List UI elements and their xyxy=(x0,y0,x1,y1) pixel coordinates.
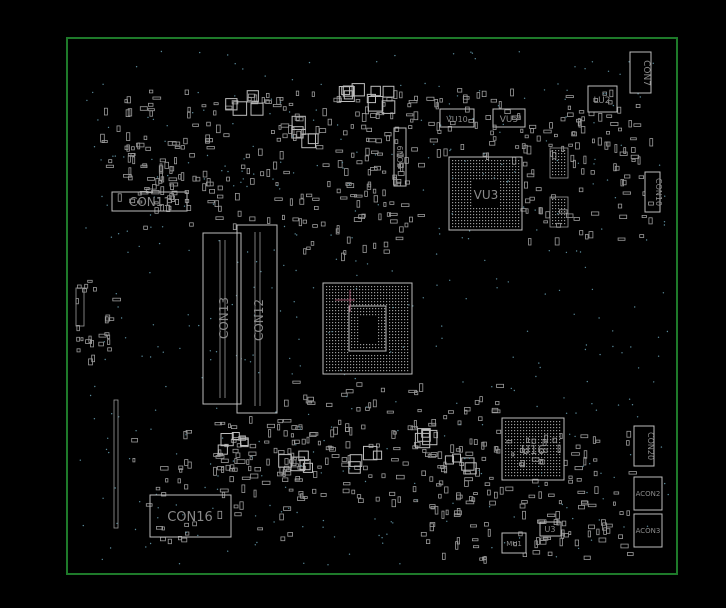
mu1-label: MU1 xyxy=(506,540,522,548)
vu5-label: VU5 xyxy=(500,115,518,125)
con13-slot[interactable]: CON13 xyxy=(202,232,242,405)
u16-label: U16 xyxy=(521,443,545,457)
bga-ball-grid xyxy=(452,160,520,228)
con12-label: CON12 xyxy=(252,299,266,341)
con10-label: CON10 xyxy=(654,178,663,206)
acon3-connector[interactable]: ACON3 xyxy=(633,513,663,548)
small-components xyxy=(75,83,654,564)
left-long-strip xyxy=(113,399,119,529)
con9-label: CON9 xyxy=(396,146,405,169)
con11-label: CON11 xyxy=(129,195,171,209)
bga-ball-grid xyxy=(505,421,561,477)
con16-label: CON16 xyxy=(167,510,213,525)
vu10-chip[interactable]: VU10 xyxy=(439,108,475,128)
con7-label: CON7 xyxy=(641,60,651,86)
con12-slot[interactable]: CON12 xyxy=(236,224,278,414)
right-sodimm-chip-b xyxy=(549,196,569,228)
lu2-label: LU2 xyxy=(594,96,611,106)
con7-connector[interactable]: CON7 xyxy=(629,51,652,94)
acon3-label: ACON3 xyxy=(636,527,661,535)
bga-ball-grid xyxy=(326,286,409,372)
con13-label: CON13 xyxy=(217,297,231,339)
bga-ball-grid xyxy=(351,308,386,349)
vias xyxy=(79,50,669,566)
bga-ball-grid xyxy=(552,199,566,225)
mu1-chip[interactable]: MU1 xyxy=(501,532,527,554)
left-pin-header xyxy=(75,287,85,327)
vu3-label: VU3 xyxy=(474,188,499,202)
lu2-inductor[interactable]: LU2 xyxy=(587,85,618,113)
con10-connector[interactable]: CON10 xyxy=(644,171,663,213)
u3-chip[interactable]: U3 xyxy=(539,521,562,537)
cpu-bga[interactable] xyxy=(322,282,413,375)
vu3-chip[interactable]: VU3 xyxy=(448,156,523,231)
con20-connector[interactable]: CON20 xyxy=(633,425,655,467)
con16-connector[interactable]: CON16 xyxy=(149,494,232,538)
vu5-chip[interactable]: VU5 xyxy=(492,108,526,128)
board-outline xyxy=(66,37,678,575)
con9-connector[interactable]: CON9 xyxy=(393,127,407,187)
acon2-connector[interactable]: ACON2 xyxy=(633,476,663,511)
acon2-label: ACON2 xyxy=(636,490,661,498)
u16-chip[interactable]: U16 xyxy=(501,417,565,481)
u3-label: U3 xyxy=(545,525,556,534)
right-sodimm-chip-a xyxy=(549,147,569,179)
bga-ball-grid xyxy=(552,150,566,176)
vu10-label: VU10 xyxy=(446,115,468,124)
con20-label: CON20 xyxy=(646,432,655,460)
con11-connector[interactable]: CON11 xyxy=(111,191,188,212)
